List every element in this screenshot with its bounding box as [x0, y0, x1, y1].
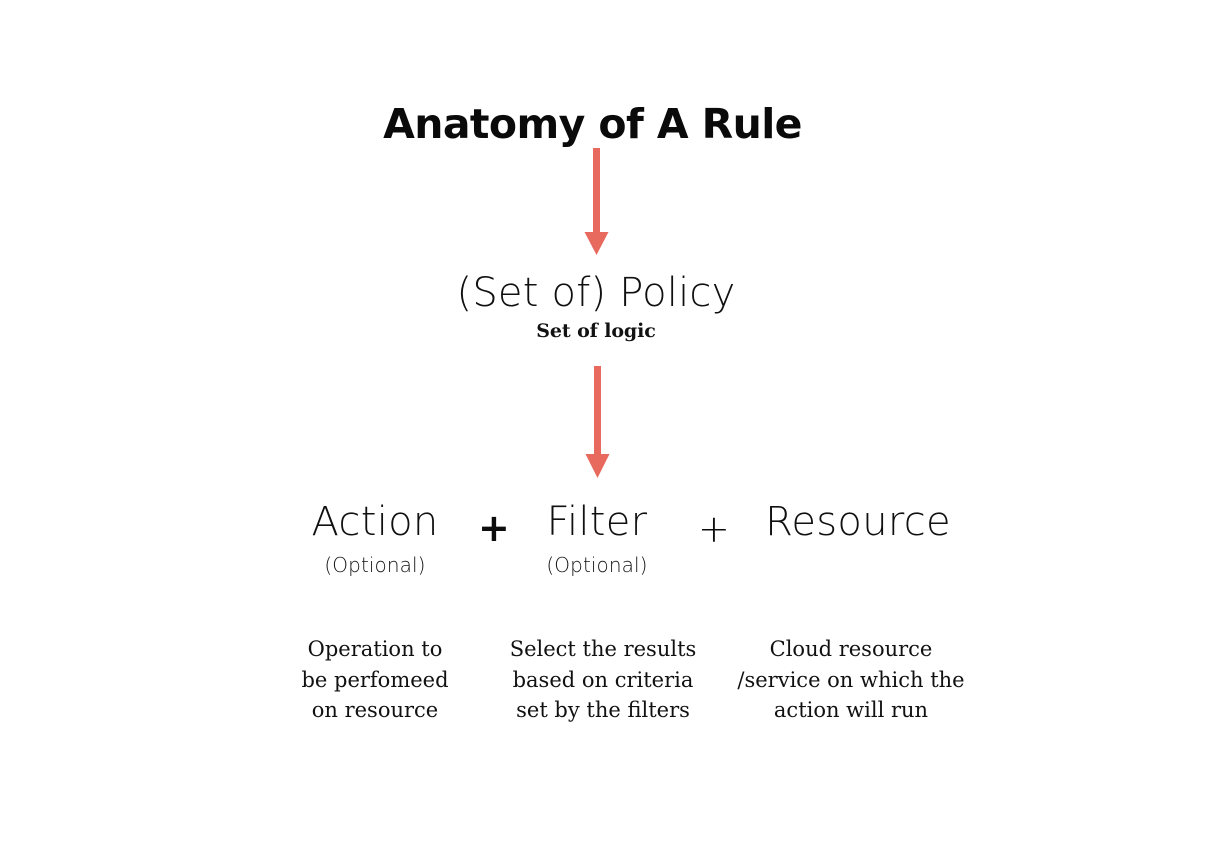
plus-operator-1: + — [478, 506, 510, 550]
description-resource-line-2: /service on which the — [737, 667, 965, 692]
term-filter-label: Filter — [546, 499, 648, 545]
term-resource: Resource — [722, 500, 994, 553]
description-filter-line-1: Select the results — [509, 637, 697, 661]
description-resource-line-3: action will run — [773, 698, 929, 722]
description-filter-line-2: based on criteria — [512, 667, 694, 692]
arrow-title-to-policy — [584, 148, 609, 255]
description-filter: Select the results based on criteria set… — [483, 634, 723, 726]
description-resource-line-1: Cloud resource — [769, 637, 933, 661]
description-action-line-3: on resource — [311, 698, 439, 722]
formula-row: Action (Optional) + Filter (Optional) + … — [0, 500, 1216, 600]
description-filter-line-3: set by the filters — [516, 698, 690, 722]
description-action: Operation to be perfomeed on resource — [255, 634, 495, 726]
term-resource-label: Resource — [765, 499, 951, 545]
policy-block: (Set of) Policy Set of logic — [0, 270, 1192, 342]
term-filter-optional: (Optional) — [546, 553, 648, 577]
term-action: Action (Optional) — [268, 500, 482, 577]
term-action-optional: (Optional) — [324, 553, 426, 577]
term-action-label: Action — [311, 499, 439, 545]
page-title: Anatomy of A Rule — [383, 100, 802, 148]
policy-heading: (Set of) Policy — [456, 270, 736, 316]
description-resource: Cloud resource /service on which the act… — [716, 634, 986, 726]
description-action-line-2: be perfomeed — [301, 667, 449, 692]
plus-operator-2: + — [698, 507, 730, 551]
term-filter: Filter (Optional) — [490, 500, 704, 577]
description-action-line-1: Operation to — [307, 637, 443, 661]
policy-subtitle: Set of logic — [536, 320, 656, 342]
arrow-policy-to-formula — [585, 366, 610, 478]
